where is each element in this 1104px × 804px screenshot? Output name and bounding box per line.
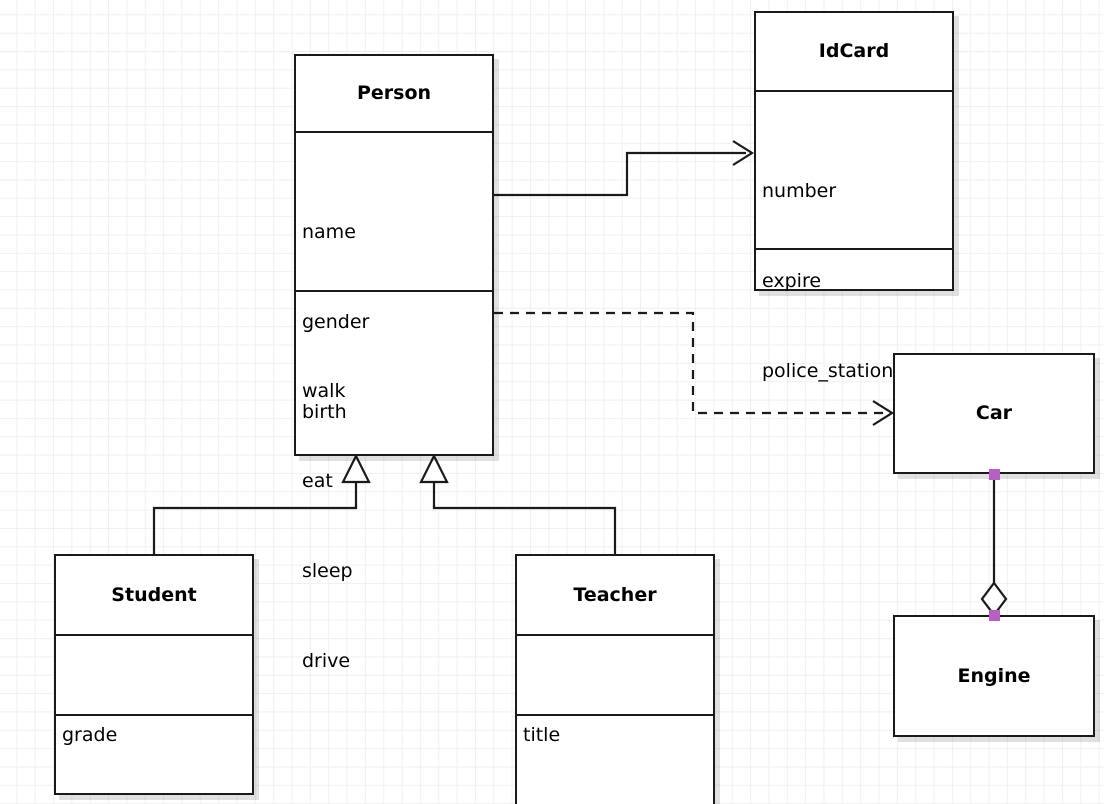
person-operations-compartment: walk eat sleep drive <box>296 290 492 672</box>
class-box-car[interactable]: Car <box>893 353 1095 474</box>
idcard-operations-compartment <box>756 248 952 289</box>
class-box-engine[interactable]: Engine <box>893 615 1095 737</box>
teacher-title-compartment: Teacher <box>517 556 713 634</box>
edge-teacher-person[interactable] <box>419 453 617 554</box>
class-box-teacher[interactable]: Teacher title teach <box>515 554 715 804</box>
connection-handle-engine-top[interactable] <box>989 610 1000 621</box>
person-attributes-compartment: name gender birth <box>296 131 492 423</box>
list-item: teach <box>523 800 576 804</box>
person-attribute-list: name gender birth <box>296 157 369 487</box>
list-item: police_station <box>762 360 894 382</box>
car-title-compartment: Car <box>895 355 1093 472</box>
student-operations-compartment: study <box>56 714 252 793</box>
list-item: drive <box>302 650 351 672</box>
idcard-attribute-list: number expire police_station <box>756 116 893 446</box>
idcard-attributes-compartment: number expire police_station <box>756 90 952 382</box>
student-attribute-list: grade <box>56 660 117 804</box>
idcard-title-compartment: IdCard <box>756 13 952 90</box>
list-item: walk <box>302 380 346 402</box>
student-class-name: Student <box>111 583 197 606</box>
student-attributes-compartment: grade <box>56 634 252 746</box>
class-box-student[interactable]: Student grade study <box>54 554 254 795</box>
idcard-class-name: IdCard <box>818 40 890 63</box>
edge-person-idcard[interactable] <box>494 140 755 197</box>
teacher-operation-list: teach <box>517 740 576 804</box>
student-operation-list: study <box>56 740 115 804</box>
list-item: grade <box>62 724 118 746</box>
teacher-class-name: Teacher <box>573 583 657 606</box>
connection-handle-car-bottom[interactable] <box>989 469 1000 480</box>
list-item: expire <box>762 270 822 292</box>
list-item: study <box>62 800 115 804</box>
class-box-person[interactable]: Person name gender birth walk eat sleep … <box>294 54 494 672</box>
list-item: name <box>302 221 356 243</box>
person-operation-list: walk eat sleep drive <box>296 316 353 736</box>
list-item: birth <box>302 401 347 423</box>
list-item: number <box>762 180 837 202</box>
edge-car-engine[interactable] <box>980 474 1008 617</box>
list-item: title <box>523 724 561 746</box>
person-title-compartment: Person <box>296 56 492 131</box>
engine-title-compartment: Engine <box>895 617 1093 735</box>
car-class-name: Car <box>975 402 1013 425</box>
engine-class-name: Engine <box>957 664 1031 687</box>
teacher-operations-compartment: teach <box>517 714 713 804</box>
teacher-attributes-compartment: title <box>517 634 713 746</box>
list-item: eat <box>302 470 333 492</box>
list-item: sleep <box>302 560 353 582</box>
teacher-attribute-list: title <box>517 660 571 804</box>
list-item: gender <box>302 311 370 333</box>
person-class-name: Person <box>356 82 432 105</box>
student-title-compartment: Student <box>56 556 252 634</box>
class-box-idcard[interactable]: IdCard number expire police_station <box>754 11 954 382</box>
